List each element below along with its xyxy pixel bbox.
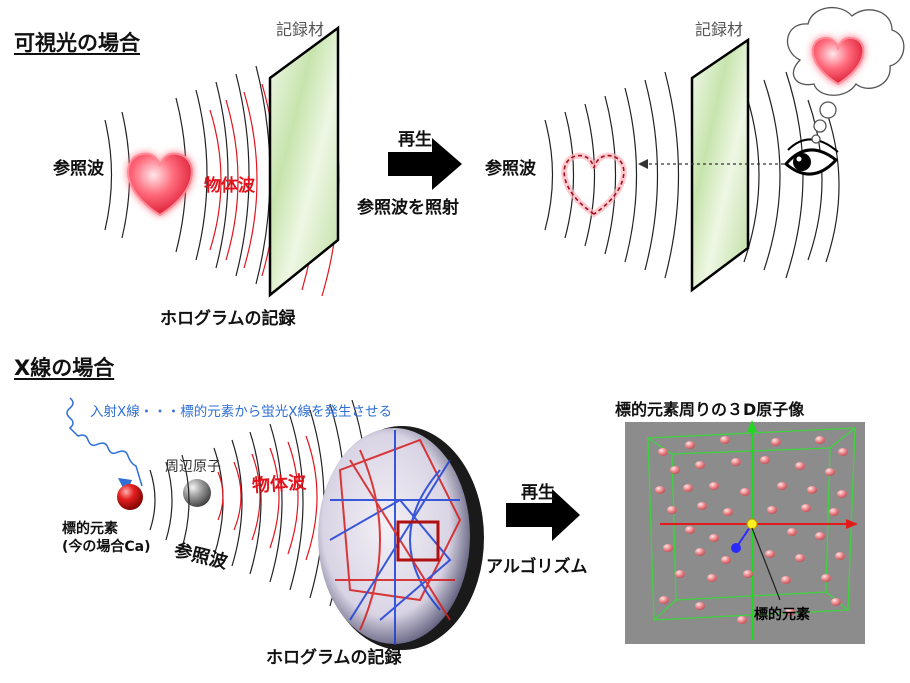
object-wave-label-bottom: 物体波 — [251, 472, 307, 497]
playback-label-top: 再生 — [398, 130, 432, 150]
algorithm-label: アルゴリズム — [486, 557, 588, 577]
reference-wavefronts-right — [544, 71, 840, 279]
object-wave-label: 物体波 — [204, 176, 255, 196]
neighbor-atom-icon — [183, 479, 211, 507]
reference-wave-label-left: 参照波 — [53, 159, 104, 179]
wavy-xray-icon — [66, 397, 143, 487]
recording-medium-label-right: 記録材 — [695, 20, 744, 39]
recording-caption-bottom: ホログラムの記録 — [266, 648, 402, 668]
visible-light-title: 可視光の場合 — [14, 31, 140, 55]
xray-title: X線の場合 — [14, 356, 115, 380]
atom-image-panel — [625, 420, 865, 644]
heart-icon — [127, 152, 193, 217]
neighbor-atom-label: 周辺原子 — [165, 459, 221, 475]
recording-film-left — [268, 25, 340, 298]
recording-film-right — [690, 37, 750, 293]
recording-medium-label-left: 記録材 — [276, 20, 325, 39]
reference-wave-label-right: 参照波 — [485, 159, 536, 179]
object-wavefronts-bottom — [217, 435, 318, 561]
target-element-label: 標的元素 — [62, 521, 118, 537]
incident-xray-note: 入射X線・・・標的元素から蛍光X線を発生させる — [90, 404, 392, 420]
playback-label-bottom: 再生 — [521, 483, 555, 503]
target-element-note: (今の場合Ca) — [62, 539, 151, 555]
arrow-right-icon — [388, 138, 462, 190]
eye-icon — [783, 138, 839, 176]
sight-line — [638, 159, 790, 169]
atom-image-title: 標的元素周りの３D原子像 — [615, 400, 805, 419]
recording-caption-top: ホログラムの記録 — [160, 309, 296, 329]
target-atom-icon — [117, 484, 143, 510]
target-element-image-label: 標的元素 — [754, 607, 810, 623]
thought-heart-icon — [811, 36, 865, 86]
sphere-hologram-icon — [318, 426, 484, 650]
illuminate-reference-label: 参照波を照射 — [357, 198, 459, 218]
arrow-right-icon-bottom — [506, 489, 580, 541]
